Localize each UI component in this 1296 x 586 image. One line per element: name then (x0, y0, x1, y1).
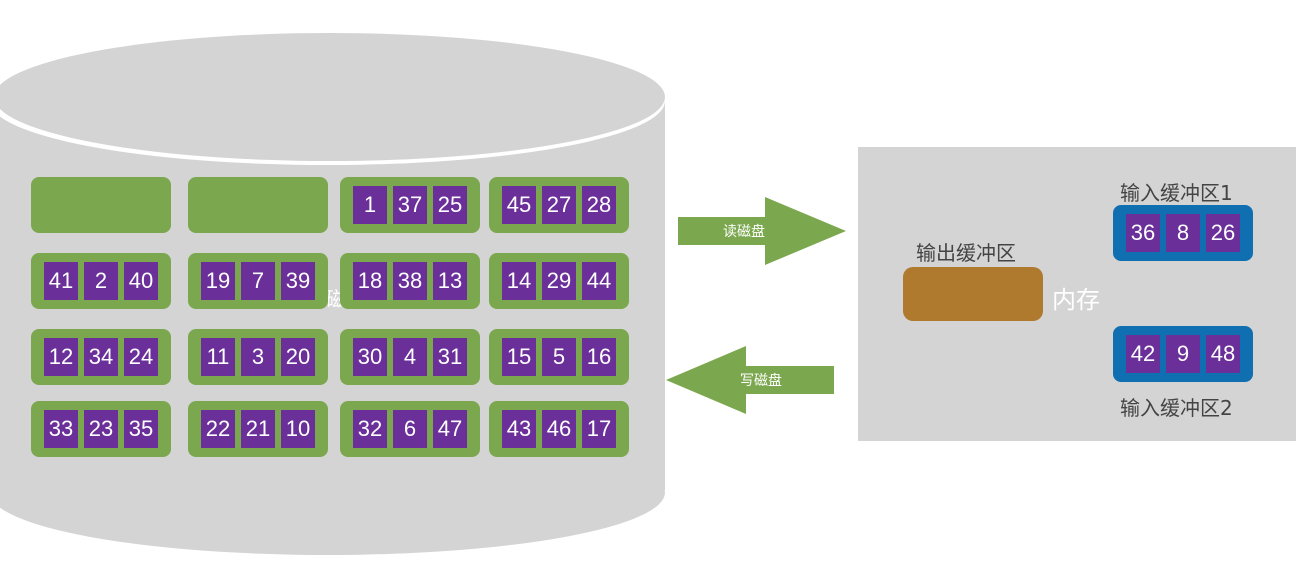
read-disk-arrow (678, 197, 846, 265)
disk-block (188, 177, 328, 233)
record-cell: 6 (393, 410, 427, 448)
record-cell: 24 (124, 338, 158, 376)
record-cell: 5 (542, 338, 576, 376)
buffer-record-cell: 42 (1126, 335, 1160, 373)
disk-block (31, 177, 171, 233)
record-cell: 32 (353, 410, 387, 448)
record-cell: 41 (44, 262, 78, 300)
memory-label: 内存 (1052, 286, 1100, 314)
record-cell: 23 (84, 410, 118, 448)
record-cell: 2 (84, 262, 118, 300)
record-cell: 22 (201, 410, 235, 448)
record-cell: 13 (433, 262, 467, 300)
record-cell: 37 (393, 186, 427, 224)
disk-top (0, 33, 665, 161)
read-disk-label: 读磁盘 (723, 224, 765, 240)
buffer-record-cell: 26 (1206, 214, 1240, 252)
write-disk-label: 写磁盘 (740, 373, 782, 389)
record-cell: 39 (281, 262, 315, 300)
record-cell: 29 (542, 262, 576, 300)
record-cell: 33 (44, 410, 78, 448)
buffer-record-cell: 9 (1166, 335, 1200, 373)
record-cell: 11 (201, 338, 235, 376)
output-buffer (903, 267, 1043, 321)
record-cell: 15 (502, 338, 536, 376)
record-cell: 45 (502, 186, 536, 224)
record-cell: 47 (433, 410, 467, 448)
record-cell: 20 (281, 338, 315, 376)
record-cell: 30 (353, 338, 387, 376)
record-cell: 43 (502, 410, 536, 448)
record-cell: 34 (84, 338, 118, 376)
record-cell: 17 (582, 410, 616, 448)
record-cell: 18 (353, 262, 387, 300)
record-cell: 46 (542, 410, 576, 448)
record-cell: 38 (393, 262, 427, 300)
input-buffer-2-title: 输入缓冲区2 (1120, 396, 1233, 420)
record-cell: 7 (241, 262, 275, 300)
record-cell: 40 (124, 262, 158, 300)
record-cell: 1 (353, 186, 387, 224)
record-cell: 28 (582, 186, 616, 224)
write-disk-arrow (666, 346, 834, 414)
input-buffer-1-title: 输入缓冲区1 (1120, 181, 1233, 205)
record-cell: 4 (393, 338, 427, 376)
record-cell: 14 (502, 262, 536, 300)
record-cell: 21 (241, 410, 275, 448)
record-cell: 3 (241, 338, 275, 376)
buffer-record-cell: 36 (1126, 214, 1160, 252)
record-cell: 10 (281, 410, 315, 448)
record-cell: 12 (44, 338, 78, 376)
record-cell: 19 (201, 262, 235, 300)
record-cell: 31 (433, 338, 467, 376)
record-cell: 44 (582, 262, 616, 300)
buffer-record-cell: 48 (1206, 335, 1240, 373)
record-cell: 27 (542, 186, 576, 224)
record-cell: 35 (124, 410, 158, 448)
output-buffer-title: 输出缓冲区 (916, 241, 1016, 265)
record-cell: 25 (433, 186, 467, 224)
record-cell: 16 (582, 338, 616, 376)
buffer-record-cell: 8 (1166, 214, 1200, 252)
